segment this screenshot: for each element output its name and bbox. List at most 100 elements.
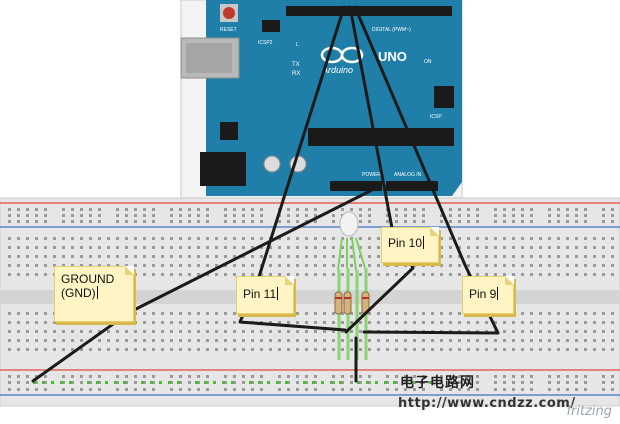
breadboard-hole bbox=[575, 273, 578, 276]
breadboard-hole bbox=[332, 214, 335, 217]
breadboard-hole bbox=[107, 264, 110, 267]
breadboard-hole bbox=[323, 237, 326, 240]
breadboard-hole bbox=[161, 339, 164, 342]
breadboard-hole bbox=[170, 388, 173, 391]
breadboard-hole bbox=[503, 375, 506, 378]
breadboard-hole bbox=[17, 339, 20, 342]
breadboard-hole bbox=[611, 214, 614, 217]
breadboard-hole bbox=[170, 381, 173, 384]
breadboard-hole bbox=[125, 330, 128, 333]
breadboard-hole bbox=[413, 381, 416, 384]
breadboard-hole bbox=[71, 339, 74, 342]
breadboard-hole bbox=[575, 321, 578, 324]
breadboard-hole bbox=[386, 264, 389, 267]
breadboard-hole bbox=[494, 237, 497, 240]
breadboard-hole bbox=[98, 264, 101, 267]
breadboard-hole bbox=[296, 330, 299, 333]
breadboard-hole bbox=[530, 312, 533, 315]
rail-connected-hole bbox=[33, 381, 36, 384]
breadboard-hole bbox=[422, 208, 425, 211]
breadboard-hole bbox=[188, 220, 191, 223]
breadboard-hole bbox=[332, 273, 335, 276]
breadboard-hole bbox=[251, 273, 254, 276]
breadboard-hole bbox=[170, 348, 173, 351]
breadboard-hole bbox=[71, 348, 74, 351]
microcontroller-chip bbox=[308, 128, 454, 146]
breadboard-hole bbox=[395, 388, 398, 391]
breadboard-hole bbox=[440, 348, 443, 351]
breadboard-hole bbox=[215, 348, 218, 351]
breadboard-hole bbox=[233, 220, 236, 223]
power-jack bbox=[200, 152, 246, 186]
breadboard-hole bbox=[512, 246, 515, 249]
breadboard-hole bbox=[377, 348, 380, 351]
breadboard-hole bbox=[422, 273, 425, 276]
breadboard-hole bbox=[476, 264, 479, 267]
rail-connected-hole bbox=[177, 381, 180, 384]
breadboard-hole bbox=[512, 237, 515, 240]
breadboard-hole bbox=[53, 246, 56, 249]
breadboard-hole bbox=[314, 381, 317, 384]
breadboard-hole bbox=[557, 220, 560, 223]
breadboard-hole bbox=[8, 237, 11, 240]
breadboard-hole bbox=[503, 321, 506, 324]
breadboard-hole bbox=[395, 264, 398, 267]
breadboard-hole bbox=[62, 339, 65, 342]
breadboard-hole bbox=[125, 237, 128, 240]
breadboard-hole bbox=[53, 330, 56, 333]
breadboard-hole bbox=[125, 255, 128, 258]
breadboard-hole bbox=[125, 388, 128, 391]
breadboard-hole bbox=[530, 388, 533, 391]
breadboard-hole bbox=[125, 220, 128, 223]
rail-connected-hole bbox=[303, 381, 306, 384]
breadboard-hole bbox=[17, 220, 20, 223]
breadboard-hole bbox=[539, 330, 542, 333]
breadboard-hole bbox=[368, 381, 371, 384]
breadboard-hole bbox=[143, 348, 146, 351]
breadboard-hole bbox=[26, 273, 29, 276]
breadboard-hole bbox=[350, 246, 353, 249]
breadboard-hole bbox=[26, 255, 29, 258]
breadboard-hole bbox=[62, 381, 65, 384]
breadboard-hole bbox=[98, 237, 101, 240]
breadboard-hole bbox=[404, 321, 407, 324]
rail-connected-hole bbox=[105, 381, 108, 384]
breadboard-hole bbox=[224, 375, 227, 378]
breadboard-hole bbox=[557, 321, 560, 324]
breadboard-hole bbox=[341, 264, 344, 267]
breadboard-hole bbox=[386, 348, 389, 351]
breadboard-hole bbox=[377, 255, 380, 258]
breadboard-hole bbox=[485, 339, 488, 342]
pin9-label-note: Pin 9 bbox=[462, 276, 514, 314]
breadboard-hole bbox=[260, 273, 263, 276]
breadboard-hole bbox=[314, 321, 317, 324]
icsp2-label: ICSP2 bbox=[258, 40, 273, 46]
breadboard-hole bbox=[107, 246, 110, 249]
breadboard-hole bbox=[332, 388, 335, 391]
breadboard-hole bbox=[98, 246, 101, 249]
breadboard-hole bbox=[566, 375, 569, 378]
breadboard-hole bbox=[80, 246, 83, 249]
breadboard-hole bbox=[593, 339, 596, 342]
breadboard-hole bbox=[206, 321, 209, 324]
breadboard-hole bbox=[539, 321, 542, 324]
breadboard-hole bbox=[206, 388, 209, 391]
breadboard-hole bbox=[89, 375, 92, 378]
rail-connected-hole bbox=[276, 381, 279, 384]
breadboard-hole bbox=[278, 348, 281, 351]
breadboard-hole bbox=[44, 214, 47, 217]
breadboard-hole bbox=[287, 255, 290, 258]
breadboard-hole bbox=[611, 348, 614, 351]
breadboard-hole bbox=[170, 321, 173, 324]
breadboard-hole bbox=[269, 348, 272, 351]
breadboard-hole bbox=[233, 208, 236, 211]
breadboard-hole bbox=[350, 388, 353, 391]
breadboard-hole bbox=[134, 388, 137, 391]
breadboard-hole bbox=[359, 312, 362, 315]
breadboard-hole bbox=[17, 264, 20, 267]
breadboard-hole bbox=[287, 214, 290, 217]
breadboard-hole bbox=[485, 264, 488, 267]
arduino-uno-board: RESET ICSP2 DIGITAL (PWM~) L TX RX Ardui… bbox=[180, 0, 463, 199]
rail-connected-hole bbox=[222, 381, 225, 384]
breadboard-hole bbox=[431, 339, 434, 342]
